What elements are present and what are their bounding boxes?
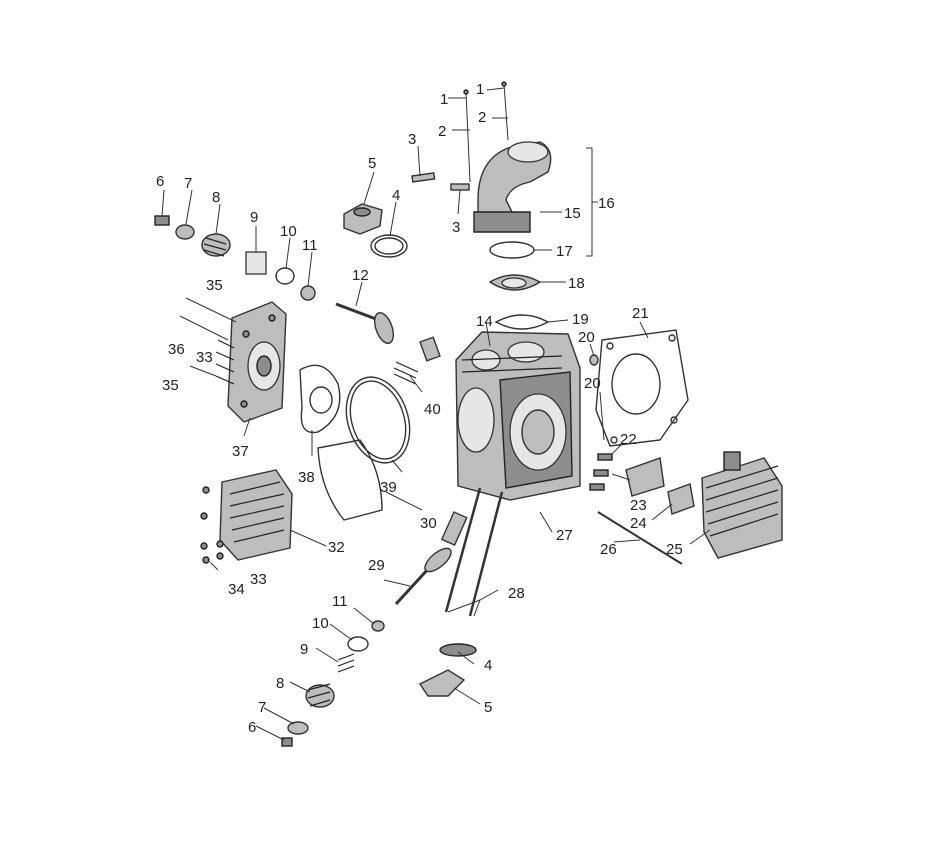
callout-33a: 33	[196, 349, 213, 366]
callout-39: 39	[380, 479, 397, 496]
callout-7b: 7	[258, 699, 266, 716]
callout-23: 23	[630, 497, 647, 514]
callout-9b: 9	[300, 641, 308, 658]
callout-2b: 2	[478, 109, 486, 126]
callout-3b: 3	[452, 219, 460, 236]
valve-train-top	[154, 215, 394, 344]
callout-12: 12	[352, 267, 369, 284]
valve-cap-top	[343, 203, 408, 258]
callout-20b: 20	[584, 375, 601, 392]
callout-5a: 5	[368, 155, 376, 172]
callout-30: 30	[420, 515, 437, 532]
callout-38: 38	[298, 469, 315, 486]
callout-20a: 20	[578, 329, 595, 346]
callout-17: 17	[556, 243, 573, 260]
callout-19: 19	[572, 311, 589, 328]
callout-5b: 5	[484, 699, 492, 716]
callout-32: 32	[328, 539, 345, 556]
side-cover	[179, 297, 287, 423]
callout-36: 36	[168, 341, 185, 358]
callout-14: 14	[476, 313, 493, 330]
cylinder-and-gasket	[589, 329, 783, 565]
callout-21: 21	[632, 305, 649, 322]
callout-9a: 9	[250, 209, 258, 226]
head-cover	[200, 469, 293, 564]
valve-train-bottom	[281, 487, 504, 747]
callout-35b: 35	[162, 377, 179, 394]
intake-manifold-group	[411, 81, 593, 330]
callout-28: 28	[508, 585, 525, 602]
callout-8b: 8	[276, 675, 284, 692]
callout-29: 29	[368, 557, 385, 574]
leader-lines	[161, 87, 711, 741]
callout-6b: 6	[248, 719, 256, 736]
callout-8a: 8	[212, 189, 220, 206]
callout-25: 25	[666, 541, 683, 558]
callout-3a: 3	[408, 131, 416, 148]
callout-10a: 10	[280, 223, 297, 240]
callout-15: 15	[564, 205, 581, 222]
callout-7a: 7	[184, 175, 192, 192]
callout-11b: 11	[332, 593, 348, 610]
callout-4b: 4	[484, 657, 492, 674]
callout-18: 18	[568, 275, 585, 292]
callout-27: 27	[556, 527, 573, 544]
callout-35a: 35	[206, 277, 223, 294]
callout-labels: 1 1 2 2 3 3 4 4 5 5 6 6 7 7 8 8 9 9 10 1…	[156, 81, 683, 736]
callout-26: 26	[600, 541, 617, 558]
callout-40: 40	[424, 401, 441, 418]
callout-1b: 1	[476, 81, 484, 98]
callout-4a: 4	[392, 187, 400, 204]
gaskets-middle	[299, 364, 411, 521]
callout-22: 22	[620, 431, 637, 448]
callout-2a: 2	[438, 123, 446, 140]
callout-37: 37	[232, 443, 249, 460]
callout-11a: 11	[302, 237, 318, 254]
callout-10b: 10	[312, 615, 329, 632]
callout-6a: 6	[156, 173, 164, 190]
callout-33b: 33	[250, 571, 267, 588]
callout-24: 24	[630, 515, 647, 532]
cylinder-head	[393, 331, 581, 501]
callout-1a: 1	[440, 91, 448, 108]
callout-34: 34	[228, 581, 245, 598]
callout-16: 16	[598, 195, 615, 212]
